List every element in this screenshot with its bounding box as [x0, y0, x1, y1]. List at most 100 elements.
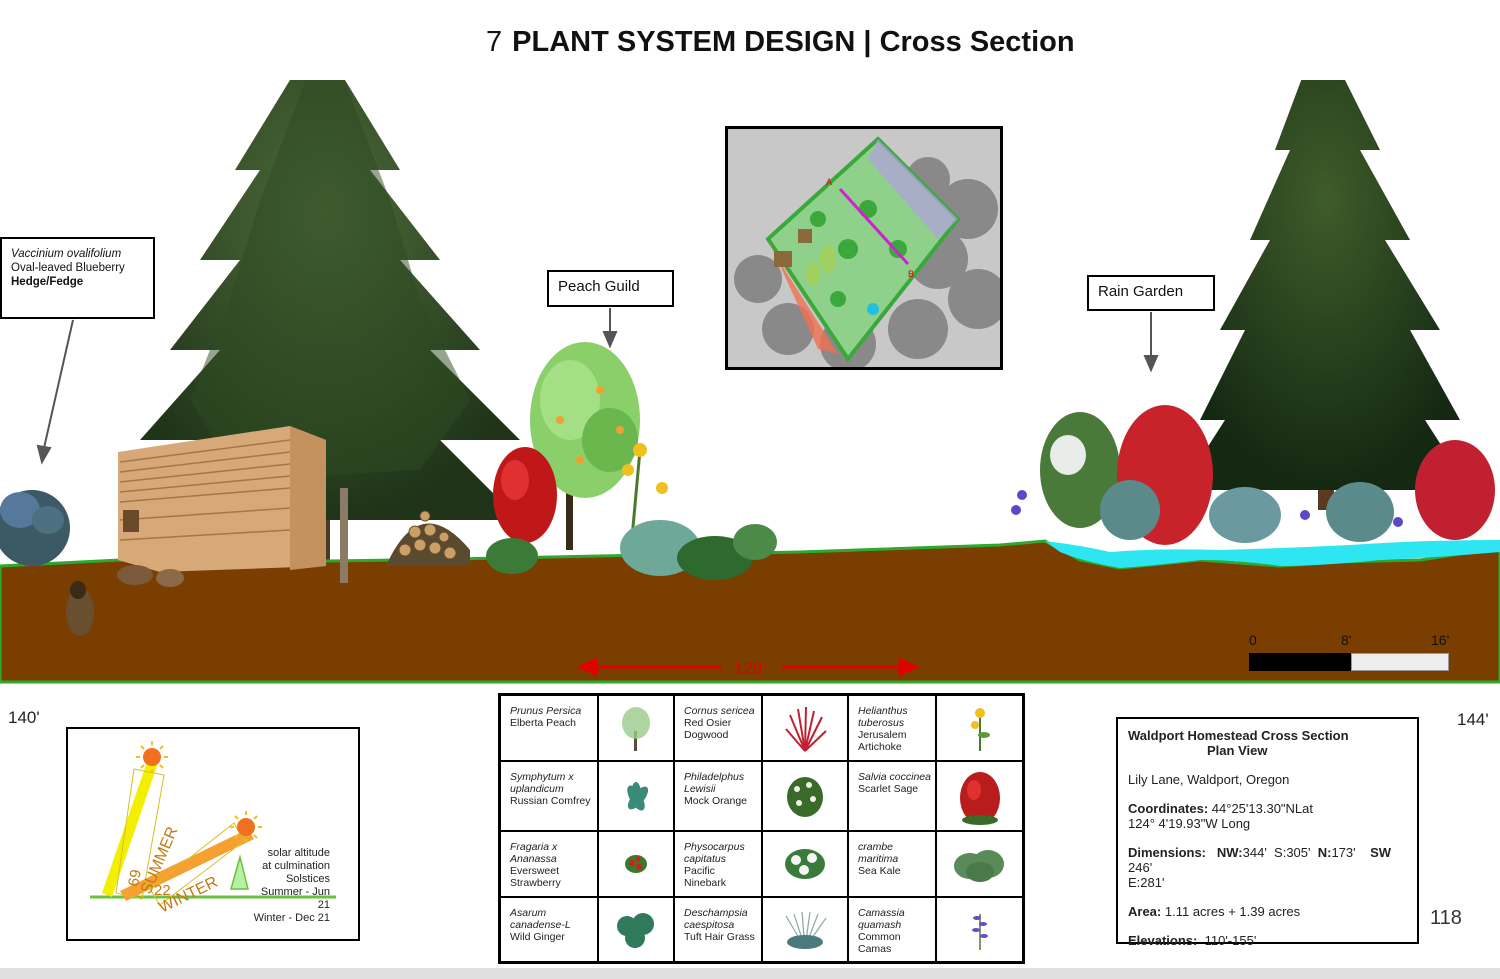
sun-caption-line: Winter - Dec 21 — [253, 912, 330, 924]
span-label: 129' — [734, 659, 766, 678]
rain-garden-callout: Rain Garden — [1087, 275, 1215, 311]
shed — [118, 426, 326, 572]
plant-common-name: Russian Comfrey — [510, 795, 591, 807]
site-info-box: Waldport Homestead Cross Section Plan Vi… — [1116, 717, 1419, 948]
blueberry-use: Hedge/Fedge — [11, 276, 84, 288]
scale-bar: 0 8' 16' — [1249, 632, 1459, 674]
winter-angle-label: 22 — [154, 882, 171, 899]
scale-bar-black-segment — [1249, 653, 1351, 671]
rain-garden-water — [1045, 540, 1500, 568]
sun-caption-line: 21 — [317, 899, 330, 911]
elevations-value: 110'-155' — [1204, 933, 1257, 948]
dim-e: E:281' — [1128, 875, 1165, 890]
rain-garden-plants — [1011, 405, 1495, 545]
sun-caption-line: Summer - Jun — [260, 886, 330, 898]
dimensions-label: Dimensions: — [1128, 845, 1207, 860]
strawberry-icon — [598, 831, 674, 897]
plant-latin-name: Symphytum x uplandicum — [510, 771, 574, 795]
plant-latin-name: crambe maritima — [858, 841, 899, 865]
wild-ginger-icon — [598, 897, 674, 962]
dim-sw: 246' — [1128, 860, 1153, 875]
plant-common-name: Red Osier Dogwood — [684, 717, 732, 741]
dim-nw: 344' — [1242, 845, 1267, 860]
plant-common-name: Pacific Ninebark — [684, 865, 727, 889]
coordinates-label: Coordinates: — [1128, 801, 1209, 816]
sun-caption-line: solar altitude — [267, 847, 330, 859]
sun-caption-line: at culmination — [262, 860, 330, 872]
dim-n: 173' — [1331, 845, 1356, 860]
scarlet-sage-shrub — [493, 447, 557, 543]
plant-latin-name: Physocarpus capitatus — [684, 841, 745, 865]
scarlet-sage-icon — [936, 761, 1023, 831]
comfrey-icon — [598, 761, 674, 831]
peach-tree-icon — [598, 695, 674, 761]
camas-icon — [936, 897, 1023, 962]
plant-common-name: Elberta Peach — [510, 717, 576, 729]
bottom-bar — [0, 968, 1500, 979]
guild-groundcover — [486, 520, 777, 580]
red-dogwood-icon — [762, 695, 848, 761]
map-label-a: A — [826, 177, 832, 187]
right-distance-label: 144' — [1457, 710, 1489, 729]
scale-label-0: 0 — [1249, 632, 1257, 648]
plant-common-name: Common Camas — [858, 931, 901, 955]
plant-latin-name: Salvia coccinea — [858, 771, 931, 783]
span-arrows — [576, 657, 920, 677]
plant-common-name: Tuft Hair Grass — [684, 931, 755, 943]
plant-common-name: Mock Orange — [684, 795, 748, 807]
winter-sun-icon — [230, 811, 262, 843]
page-title-number: 7 — [486, 26, 503, 58]
summer-angle-label: 69 — [125, 868, 145, 887]
plant-latin-name: Asarum canadense-L — [510, 907, 571, 931]
dim-n-label: N: — [1317, 845, 1332, 860]
plant-common-name: Wild Ginger — [510, 931, 565, 943]
site-map-inset: A B — [725, 126, 1003, 370]
plant-latin-name: Camassia quamash — [858, 907, 905, 931]
scale-label-8: 8' — [1341, 632, 1352, 648]
sun-caption: solar altitude at culmination Solstices … — [210, 847, 330, 925]
info-subtitle: Plan View — [1207, 743, 1268, 758]
dim-s: S:305' — [1274, 845, 1311, 860]
info-title: Waldport Homestead Cross Section — [1128, 728, 1349, 743]
sun-angle-drawing: SUMMER WINTER 69 22 — [90, 741, 336, 917]
scale-bar-white-segment — [1351, 653, 1449, 671]
goats — [66, 565, 184, 636]
sea-kale-icon — [936, 831, 1023, 897]
sun-angle-diagram: SUMMER WINTER 69 22 solar altitude at cu… — [66, 727, 360, 941]
info-area: Area: 1.11 acres + 1.39 acres — [1128, 904, 1407, 919]
dim-sw-label: SW — [1370, 845, 1392, 860]
plant-latin-name: Cornus sericea — [684, 705, 755, 717]
sunflower-icon — [936, 695, 1023, 761]
area-value: 1.11 acres + 1.39 acres — [1164, 904, 1301, 919]
coordinates-long: 124° 4'19.93"W Long — [1128, 816, 1251, 831]
plant-latin-name: Deschampsia caespitosa — [684, 907, 748, 931]
info-elevations: Elevations: 110'-155' — [1128, 933, 1407, 948]
plant-common-name: Scarlet Sage — [858, 783, 919, 795]
area-label: Area: — [1128, 904, 1162, 919]
summer-sun-icon — [136, 741, 168, 773]
info-address: Lily Lane, Waldport, Oregon — [1128, 772, 1290, 787]
plant-latin-name: Helianthus tuberosus — [858, 705, 908, 729]
map-label-b: B — [908, 269, 914, 279]
page-number: 118 — [1430, 907, 1462, 929]
peach-guild-callout: Peach Guild — [547, 270, 674, 307]
ninebark-icon — [762, 831, 848, 897]
cross-section-scene: 129' — [0, 80, 1500, 684]
blueberry-callout: Vaccinium ovalifolium Oval-leaved Bluebe… — [0, 237, 155, 319]
plant-common-name: Jerusalem Artichoke — [858, 729, 907, 753]
mock-orange-icon — [762, 761, 848, 831]
elevations-label: Elevations: — [1128, 933, 1198, 948]
person-marker-icon — [230, 854, 249, 890]
right-conifer-tree — [1180, 80, 1470, 510]
